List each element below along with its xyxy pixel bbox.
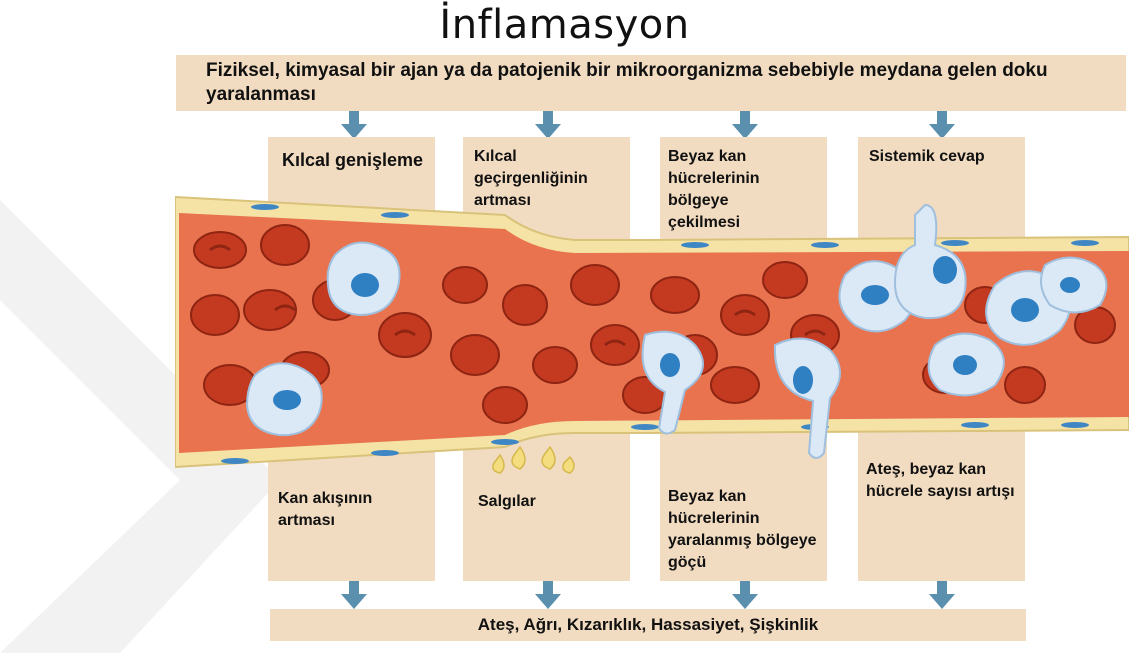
blood-vessel-illustration — [175, 185, 1129, 475]
column-2-bottom-label: Salgılar — [478, 491, 628, 513]
top-banner: Fiziksel, kimyasal bir ajan ya da patoje… — [176, 55, 1126, 111]
column-1-top-label: Kılcal genişleme — [282, 148, 432, 173]
arrow-down-icon — [533, 581, 563, 611]
bottom-banner-text: Ateş, Ağrı, Kızarıklık, Hassasiyet, Şişk… — [478, 615, 818, 634]
top-banner-text: Fiziksel, kimyasal bir ajan ya da patoje… — [206, 60, 1048, 105]
arrow-down-icon — [730, 581, 760, 611]
page-title: İnflamasyon — [0, 2, 1129, 48]
column-4-top-label: Sistemik cevap — [869, 146, 989, 168]
bottom-banner: Ateş, Ağrı, Kızarıklık, Hassasiyet, Şişk… — [270, 609, 1026, 641]
arrow-down-icon — [927, 581, 957, 611]
column-4-bottom-label: Ateş, beyaz kan hücrele sayısı artışı — [866, 459, 1016, 503]
arrow-down-icon — [339, 581, 369, 611]
column-3-bottom-label: Beyaz kan hücrelerinin yaralanmış bölgey… — [668, 486, 818, 574]
column-1-bottom-label: Kan akışının artması — [278, 488, 428, 532]
